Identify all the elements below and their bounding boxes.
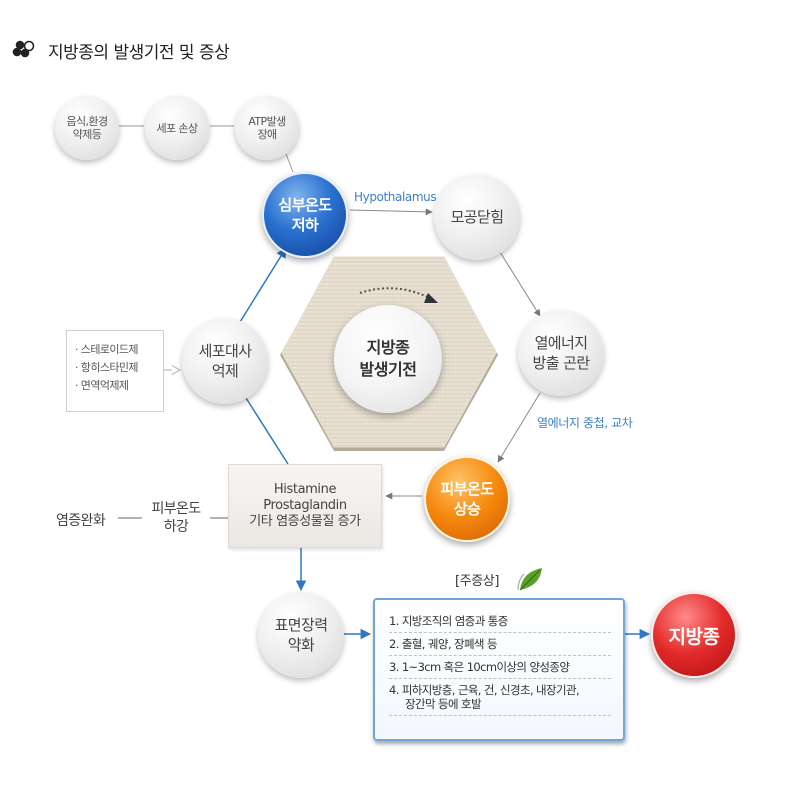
node-center-line2: 발생기전 (359, 360, 417, 379)
symptoms-box: 1. 지방조직의 염증과 통증 2. 출혈, 궤양, 장폐색 등 3. 1~3c… (373, 598, 625, 741)
label-hypothalamus: Hypothalamus (354, 190, 437, 204)
node-surface-line1: 표면장력 (274, 616, 328, 634)
drug-item: · 항히스타민제 (75, 361, 139, 374)
skin-temp-down-line1: 피부온도 (151, 501, 201, 517)
node-cell-damage-label: 세포 손상 (156, 121, 199, 135)
node-surface-line2: 약화 (287, 636, 315, 654)
node-atp-line1: ATP발생 (248, 115, 286, 128)
leaf-icon (517, 568, 542, 591)
node-pore: 모공닫힘 (434, 174, 520, 260)
node-core-temp-line1: 심부온도 (278, 196, 332, 214)
node-diet-line2: 약제등 (72, 128, 102, 141)
label-heat-accum: 열에너지 중첩, 교차 (537, 416, 633, 430)
symptom-item: 3. 1~3cm 혹은 10cm이상의 양성종양 (389, 656, 611, 679)
skin-temp-down-line2: 하강 (163, 519, 189, 535)
symptom-item: 2. 출혈, 궤양, 장폐색 등 (389, 633, 611, 656)
node-lipoma-label: 지방종 (668, 625, 720, 648)
node-diet-line1: 음식,환경 (66, 115, 109, 128)
arrow-metabolism-core (239, 247, 287, 323)
symptoms-title: [주증상] (455, 574, 500, 589)
symptom-item-4-cont: 장간막 등에 호발 (405, 697, 482, 711)
node-atp-line2: 장애 (257, 128, 277, 141)
histamine-line: 기타 염증성물질 증가 (249, 514, 361, 529)
clover-icon (12, 40, 35, 58)
node-core-temp-line2: 저하 (291, 216, 319, 234)
node-pore-label: 모공닫힘 (450, 208, 504, 226)
node-cell-damage: 세포 손상 (145, 96, 209, 160)
arrow-pore-heat (499, 251, 541, 317)
drug-item: · 스테로이드제 (75, 343, 139, 356)
node-skin-temp-up-line1: 피부온도 (440, 480, 494, 498)
link-atp-core (285, 153, 294, 173)
inflammation-relief: 염증완화 (56, 513, 106, 529)
node-lipoma: 지방종 (651, 592, 737, 678)
drug-item: · 면역억제제 (75, 379, 129, 392)
page-title: 지방종의 발생기전 및 증상 (12, 36, 230, 64)
histamine-box: Histamine Prostaglandin 기타 염증성물질 증가 (228, 464, 382, 548)
node-heat-line2: 방출 곤란 (532, 354, 591, 372)
drug-list-box: · 스테로이드제 · 항히스타민제 · 면역억제제 (66, 330, 164, 412)
arrow-core-pore (349, 208, 433, 216)
node-skin-temp-up-line2: 상승 (453, 500, 481, 518)
node-metabolism-line2: 억제 (211, 362, 239, 380)
symptom-item-4: 4. 피하지방층, 근육, 건, 신경초, 내장기관, (389, 683, 580, 697)
arrow-heat-skin (497, 392, 541, 463)
symptom-item: 4. 피하지방층, 근육, 건, 신경초, 내장기관, 장간막 등에 호발 (389, 679, 611, 716)
histamine-line: Histamine (273, 482, 337, 497)
histamine-line: Prostaglandin (263, 498, 347, 513)
node-center-line1: 지방종 (366, 338, 410, 357)
node-heat-line1: 열에너지 (534, 334, 588, 352)
node-metabolism-line1: 세포대사 (198, 342, 252, 360)
link-histamine-metabolism (245, 397, 289, 465)
symptom-item: 1. 지방조직의 염증과 통증 (389, 610, 611, 633)
page-title-text: 지방종의 발생기전 및 증상 (48, 42, 230, 63)
